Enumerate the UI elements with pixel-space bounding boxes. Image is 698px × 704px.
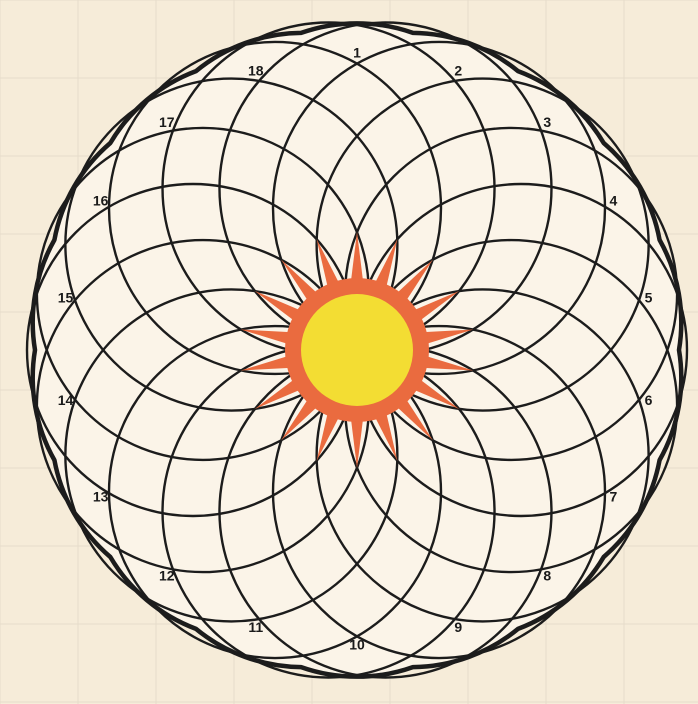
petal-label-3: 3 bbox=[543, 114, 551, 130]
petal-label-15: 15 bbox=[58, 289, 74, 305]
petal-label-2: 2 bbox=[454, 63, 462, 79]
petal-label-17: 17 bbox=[159, 114, 175, 130]
petal-label-18: 18 bbox=[248, 63, 264, 79]
petal-label-12: 12 bbox=[159, 567, 175, 583]
petal-label-6: 6 bbox=[645, 392, 653, 408]
petal-label-13: 13 bbox=[93, 489, 109, 505]
sun-core bbox=[301, 294, 413, 406]
petal-label-11: 11 bbox=[248, 619, 263, 635]
petal-label-8: 8 bbox=[543, 567, 551, 583]
petal-label-4: 4 bbox=[609, 193, 617, 209]
petal-label-5: 5 bbox=[645, 289, 653, 305]
petal-label-1: 1 bbox=[353, 45, 361, 61]
petal-label-7: 7 bbox=[609, 489, 617, 505]
petal-label-9: 9 bbox=[454, 619, 462, 635]
petal-label-14: 14 bbox=[58, 392, 74, 408]
petal-label-10: 10 bbox=[349, 637, 365, 653]
petal-label-16: 16 bbox=[93, 193, 109, 209]
